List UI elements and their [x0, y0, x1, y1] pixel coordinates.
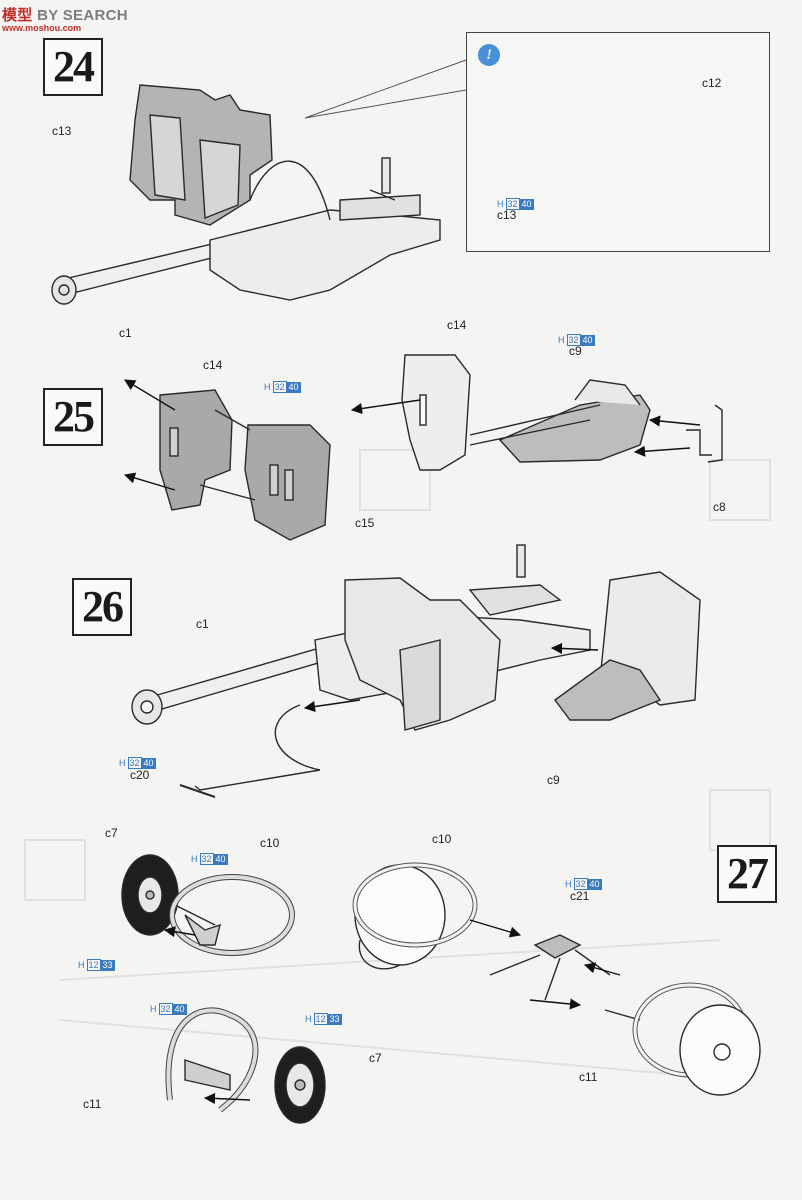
badge-num: 32	[272, 381, 287, 393]
step26-drawing	[131, 544, 701, 798]
detail-inset	[466, 32, 770, 252]
badge-h: H	[497, 199, 504, 209]
label-c11: c11	[83, 1097, 102, 1111]
label-c1-26: c1	[196, 617, 209, 631]
label-c7-bottom: c7	[369, 1051, 382, 1065]
label-c12: c12	[702, 76, 722, 90]
label-c11-right: c11	[579, 1070, 598, 1084]
badge-h: H	[558, 335, 565, 345]
label-c7: c7	[105, 826, 118, 840]
badge-num: 32	[573, 878, 588, 890]
label-c15: c15	[355, 516, 375, 530]
badge-num: 32	[158, 1003, 173, 1015]
label-c20: c20	[130, 768, 150, 782]
step-26-box: 26	[72, 578, 132, 636]
label-c10-right: c10	[432, 832, 452, 846]
label-c21: c21	[570, 889, 590, 903]
label-c9-26: c9	[547, 773, 560, 787]
step24-drawing	[51, 59, 467, 305]
badge-h: H	[305, 1014, 312, 1024]
badge-h: H	[264, 382, 271, 392]
watermark-logo: 模型	[2, 7, 33, 24]
badge-num: 32	[199, 853, 214, 865]
step25-drawing	[123, 354, 723, 541]
badge-num2: 40	[519, 198, 534, 210]
badge-h: H	[191, 854, 198, 864]
watermark-text: BY SEARCH	[37, 7, 128, 24]
watermark: 模型 BY SEARCH	[2, 4, 128, 25]
badge-num2: 40	[141, 757, 156, 769]
badge-num2: 33	[327, 1013, 342, 1025]
step27-left-drawing	[121, 854, 326, 1124]
badge-h: H	[78, 960, 85, 970]
label-c13: c13	[52, 124, 72, 138]
label-c10: c10	[260, 836, 280, 850]
label-c14: c14	[203, 358, 223, 372]
badge-num: 32	[127, 757, 142, 769]
step-27-box: 27	[717, 845, 777, 903]
label-c1: c1	[119, 326, 132, 340]
watermark-url: www.moshou.com	[2, 23, 82, 33]
step-24-box: 24	[43, 38, 103, 96]
badge-h: H	[565, 879, 572, 889]
badge-num: 32	[566, 334, 581, 346]
badge-num2: 33	[100, 959, 115, 971]
badge-num2: 40	[286, 381, 301, 393]
background-ghost	[24, 449, 771, 1081]
badge-num2: 40	[213, 853, 228, 865]
badge-num: 12	[313, 1013, 328, 1025]
label-c14-right: c14	[447, 318, 467, 332]
badge-h: H	[119, 758, 126, 768]
label-c9: c9	[569, 344, 582, 358]
badge-num: 32	[505, 198, 520, 210]
label-c13-inset: c13	[497, 208, 517, 222]
label-c8: c8	[713, 500, 726, 514]
badge-h: H	[150, 1004, 157, 1014]
badge-num2: 40	[580, 334, 595, 346]
step-25-box: 25	[43, 388, 103, 446]
step27-right-drawing	[352, 862, 761, 1096]
badge-num2: 40	[172, 1003, 187, 1015]
info-icon: !	[478, 44, 500, 66]
badge-num2: 40	[587, 878, 602, 890]
badge-num: 12	[86, 959, 101, 971]
